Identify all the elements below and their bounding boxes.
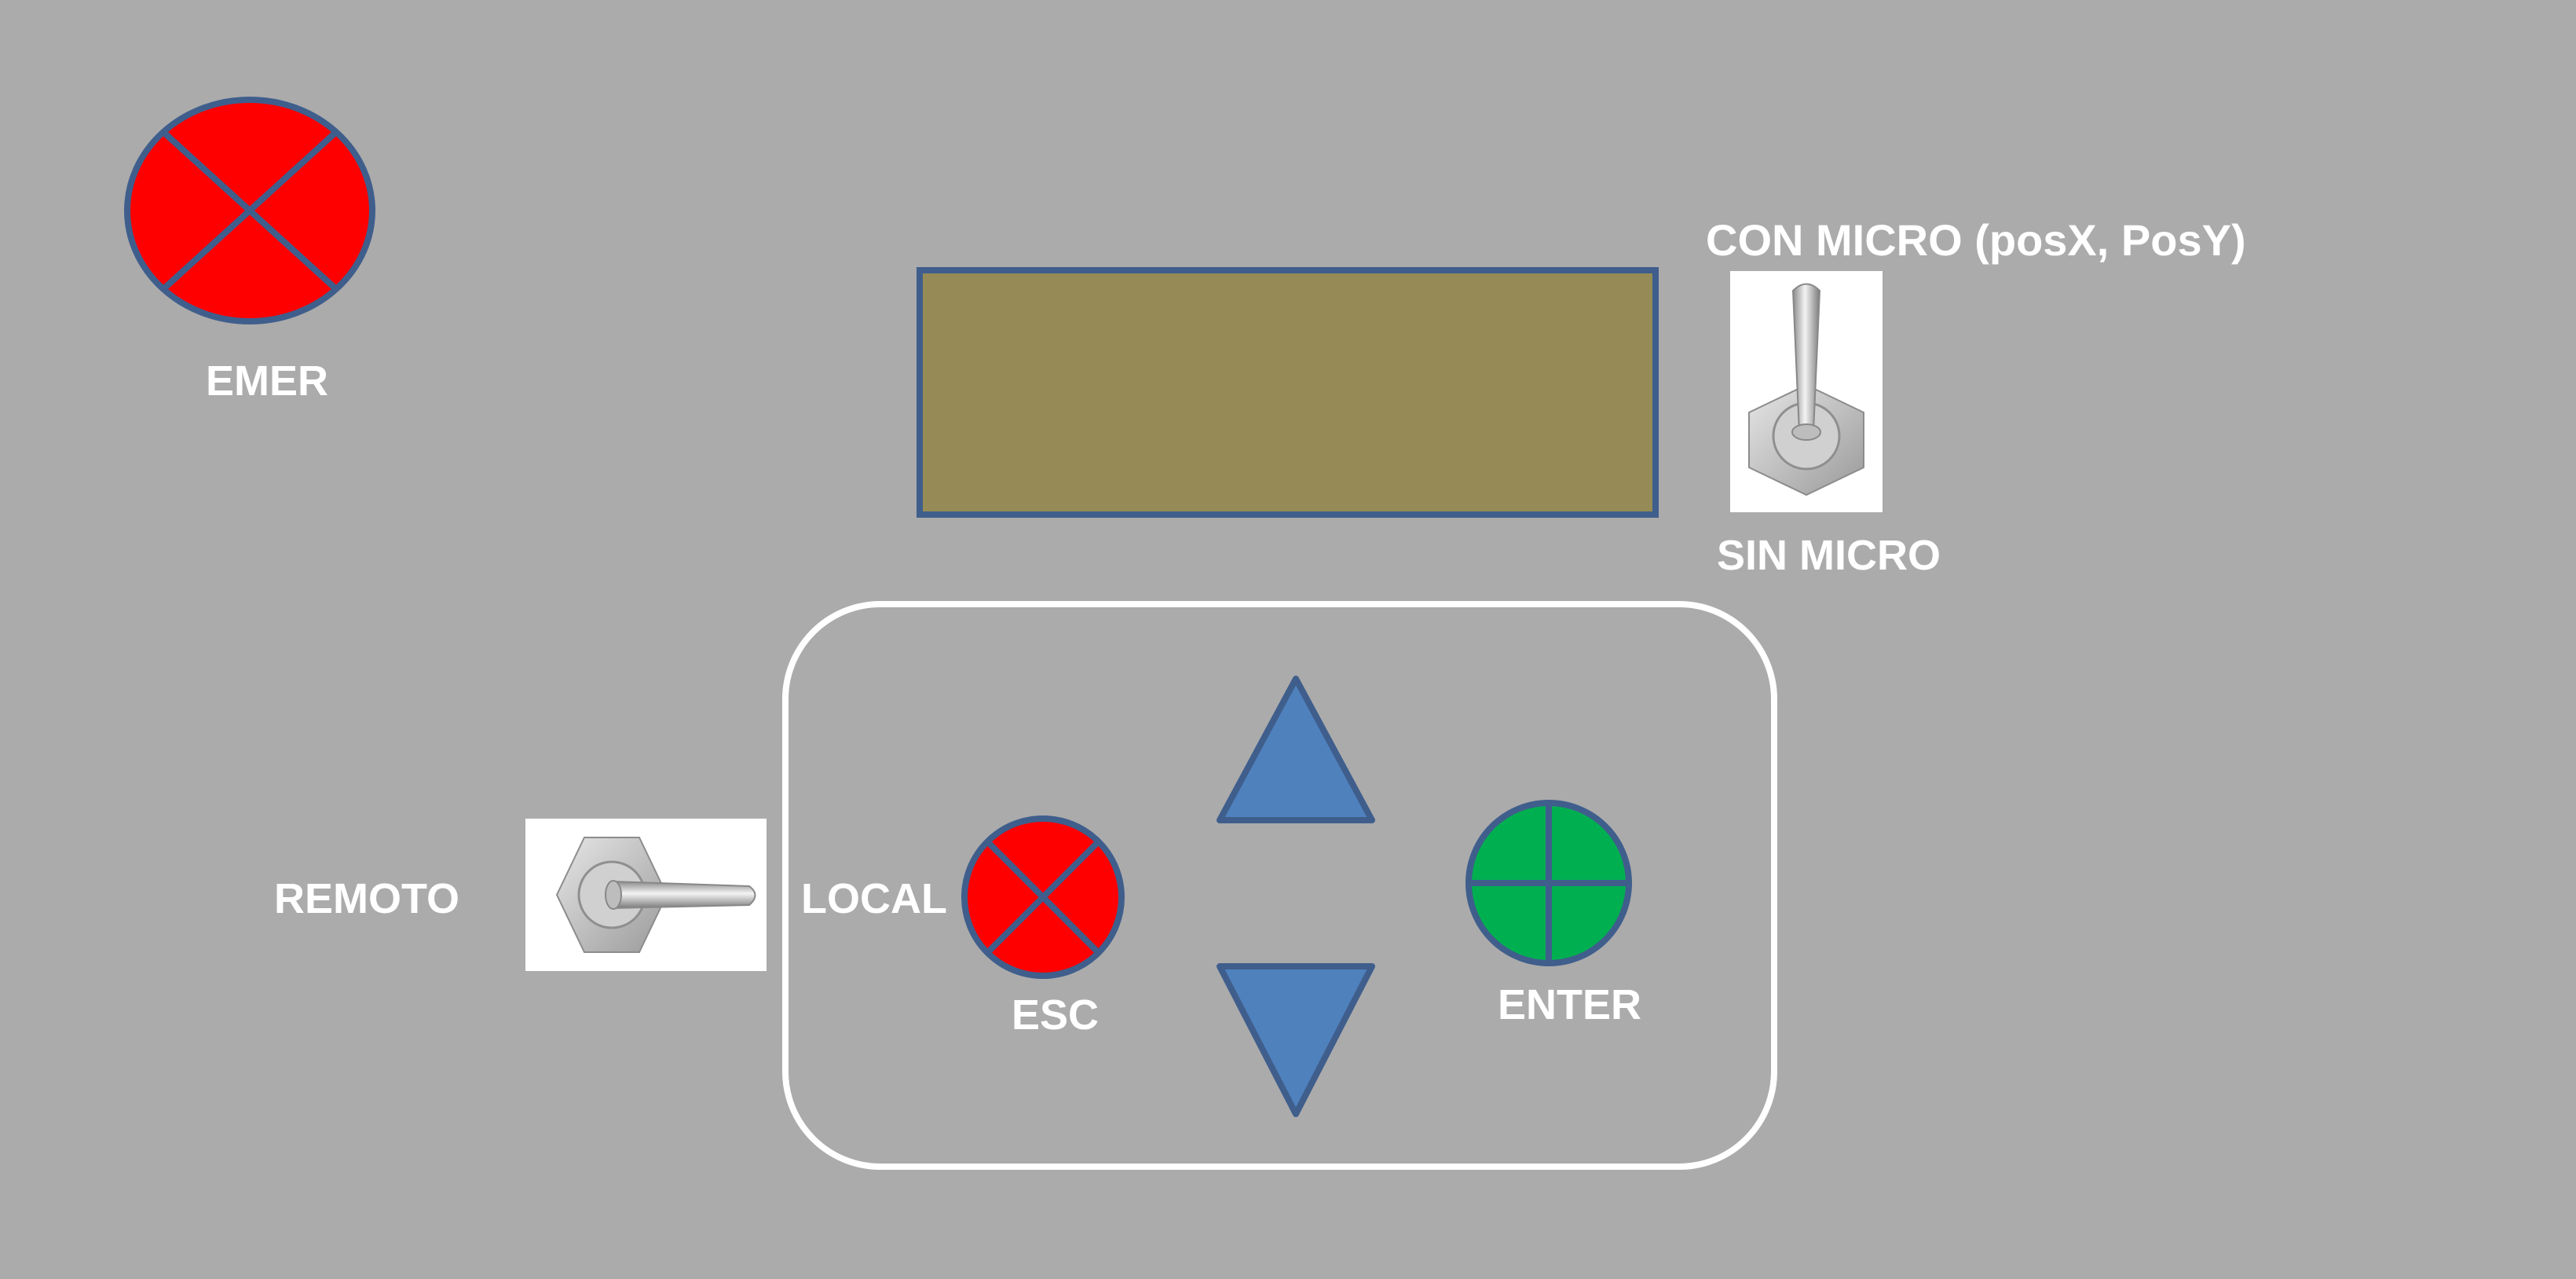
micro-on-label: CON MICRO (posX, PosY) xyxy=(1706,215,2246,265)
toggle-switch-icon xyxy=(1748,283,1864,497)
local-label: LOCAL xyxy=(801,875,947,922)
escape-label: ESC xyxy=(1012,991,1100,1039)
remote-label: REMOTO xyxy=(274,875,460,922)
keypad-panel xyxy=(782,601,1777,1170)
micro-toggle-switch[interactable] xyxy=(1730,271,1883,512)
triangle-down-icon xyxy=(1217,963,1375,1117)
emergency-label: EMER xyxy=(206,357,329,405)
triangle-up-icon xyxy=(1217,676,1375,823)
escape-button[interactable] xyxy=(960,814,1126,980)
micro-off-label: SIN MICRO xyxy=(1717,532,1941,579)
enter-label: ENTER xyxy=(1498,981,1642,1028)
enter-button[interactable] xyxy=(1464,798,1634,968)
lcd-display xyxy=(917,267,1659,518)
remote-local-toggle-switch[interactable] xyxy=(525,819,767,971)
toggle-switch-icon xyxy=(555,837,756,953)
down-arrow-button[interactable] xyxy=(1213,960,1378,1120)
up-arrow-button[interactable] xyxy=(1213,672,1378,825)
plus-cross-icon xyxy=(1470,804,1627,962)
x-cross-icon xyxy=(986,840,1100,955)
emergency-stop-button[interactable] xyxy=(119,93,380,328)
x-cross-icon xyxy=(161,130,338,291)
